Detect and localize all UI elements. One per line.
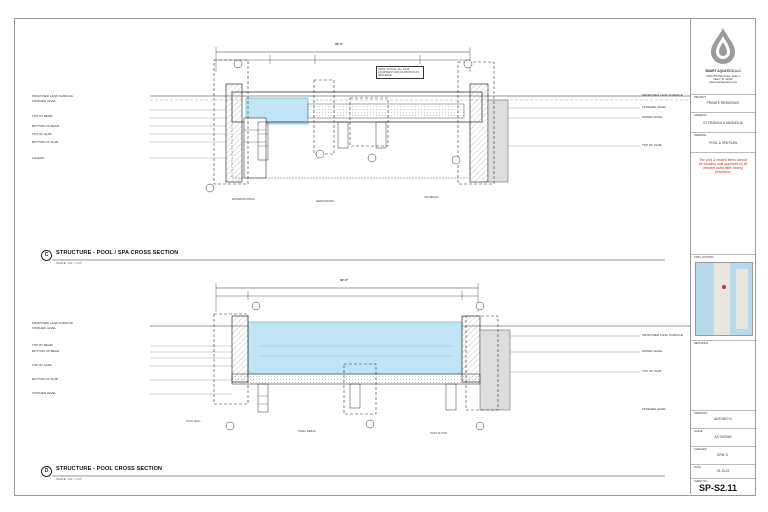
level-label: TOP OF BEAM [32, 343, 53, 347]
section-c-drawing [52, 47, 690, 261]
level-label: FINISHED LEVEL [32, 391, 57, 395]
level-label: WATER LEVEL [642, 349, 663, 353]
level-label: BOTTOM OF BEAM [32, 124, 60, 128]
level-label: PROPOSED LAND SURFACE [32, 321, 73, 325]
level-label: FINISHED LEVEL [642, 105, 667, 109]
level-label: TOP OF SLAB [642, 369, 662, 373]
map-label: SITE LOCATION [694, 256, 714, 259]
address-value: ST FRANCIS & MAGNOLIA [703, 121, 743, 125]
level-label: LEGEND [32, 156, 45, 160]
level-label: TOP OF SLAB [642, 143, 662, 147]
water-drop-logo-icon [711, 28, 735, 64]
company-name: SMART AQUATICS LLC [705, 69, 741, 73]
drawing-sheet [14, 18, 756, 496]
project-value: PRIVATE RESIDENCE [706, 101, 740, 105]
section-c-marker: C [41, 250, 52, 261]
company-line: Miami, FL 33122 [713, 78, 733, 81]
company-line: 7500 NW 25th Street, Suite 1 [706, 75, 740, 78]
title-block: SMART AQUATICS LLC 7500 NW 25th Street, … [690, 18, 755, 494]
level-label: TOP OF SLAB [32, 132, 52, 136]
section-d-drawing [52, 283, 690, 477]
drawing-value: POOL & SPA PLAN [709, 141, 737, 145]
callout-note: SPA BENCH [424, 196, 439, 199]
level-label: FINISHED LEVEL [642, 407, 667, 411]
callout-note: STEEL REBAR [298, 430, 316, 433]
level-label: FINISHED LEVEL [32, 99, 57, 103]
bottom-dimension: 30'-0" [340, 278, 349, 282]
level-label: BOTTOM OF SLAB [32, 140, 59, 144]
drawn-by-value: ANTONIO G [714, 417, 732, 421]
approval-note: The pool & related items cannot be insta… [698, 158, 748, 174]
level-label: WATER LEVEL [642, 115, 663, 119]
drawing-label: DRAWING [694, 134, 707, 137]
section-d-scale: SCALE: 1/4" = 1'-0" [56, 477, 83, 481]
callout-note: WATERPROOFING [232, 198, 255, 201]
sheet-number: SP-S2.11 [699, 483, 738, 493]
top-note: NOTE: INSTALL ALL POOL EQUIPMENT AND FIL… [376, 66, 424, 79]
level-label: BOTTOM OF BEAM [32, 349, 60, 353]
level-label: TOP OF SLAB [32, 363, 52, 367]
section-c-scale: SCALE: 1/4" = 1'-0" [56, 261, 83, 265]
section-d-marker: D [41, 466, 52, 477]
callout-note: POOL FLOOR [430, 432, 447, 435]
level-label: FINISHED LEVEL [32, 326, 57, 330]
level-label: PROPOSED LAND SURFACE [642, 93, 683, 97]
project-label: PROJECT [694, 96, 707, 99]
date-value: 03-15-23 [716, 469, 730, 473]
level-label: PROPOSED LAND SURFACE [642, 333, 683, 337]
top-dimension: 30'-0" [335, 42, 344, 46]
callout-note: POOL WALL [186, 420, 201, 423]
drawn-by-label: DRAWN BY [694, 412, 708, 415]
scale-label: SCALE [694, 430, 703, 433]
location-pin-icon [722, 285, 726, 289]
scale-value: AS SHOWN [714, 435, 732, 439]
company-line: www.smartaquatics.com [709, 81, 737, 84]
date-label: DATE [694, 466, 701, 469]
address-label: ADDRESS [694, 114, 707, 117]
level-label: BOTTOM OF SLAB [32, 377, 59, 381]
callout-note: REINFORCING [316, 200, 335, 203]
site-location-map [695, 262, 753, 336]
section-c-title: STRUCTURE - POOL / SPA CROSS SECTION [56, 250, 179, 256]
level-label: TOP OF BEAM [32, 114, 53, 118]
revisions-label: REVISIONS [694, 342, 709, 345]
level-label: PROPOSED LAND SURFACE [32, 94, 73, 98]
checked-value: ERIK S. [717, 453, 729, 457]
sheet-label: SHEET NO. [694, 480, 708, 483]
checked-label: CHECKED [694, 448, 707, 451]
section-d-title: STRUCTURE - POOL CROSS SECTION [56, 466, 163, 472]
